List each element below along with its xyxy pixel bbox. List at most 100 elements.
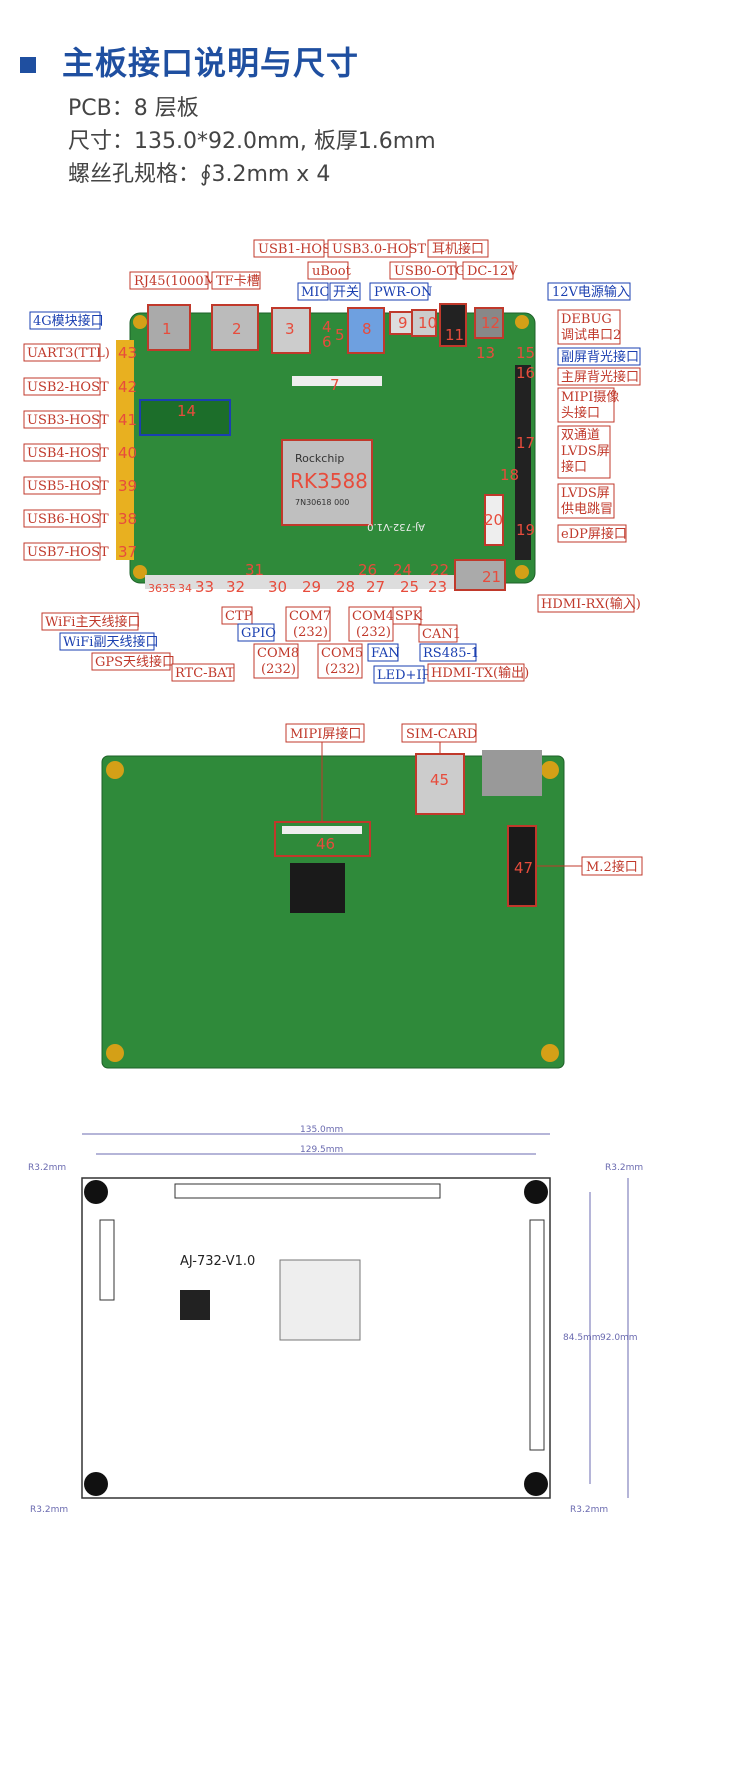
label-uart3: UART3(TTL) bbox=[27, 346, 110, 361]
mount-hole-icon bbox=[84, 1472, 108, 1496]
mount-hole-icon bbox=[133, 315, 147, 329]
num-35: 35 bbox=[162, 582, 176, 595]
label-gps: GPS天线接口 bbox=[95, 654, 175, 670]
mount-hole-icon bbox=[106, 761, 124, 779]
num-45: 45 bbox=[430, 771, 449, 789]
label-mipi-cam-2: 头接口 bbox=[561, 405, 600, 421]
usb1-connector bbox=[271, 307, 311, 354]
label-gpio: GPIO bbox=[241, 626, 276, 641]
dim-board-name: AJ-732-V1.0 bbox=[180, 1254, 255, 1269]
num-9: 9 bbox=[398, 314, 408, 332]
dim-r-tl: R3.2mm bbox=[28, 1163, 66, 1173]
mount-hole-icon bbox=[541, 761, 559, 779]
label-usb4: USB4-HOST bbox=[27, 446, 109, 461]
label-hdmi-rx: HDMI-RX(输入) bbox=[541, 596, 641, 612]
label-com7: COM7 bbox=[289, 609, 331, 624]
num-20: 20 bbox=[484, 511, 503, 529]
label-hdmi-tx: HDMI-TX(输出) bbox=[431, 665, 529, 681]
num-43: 43 bbox=[118, 344, 137, 362]
num-27: 27 bbox=[366, 578, 385, 596]
label-com7-sub: (232) bbox=[293, 625, 328, 640]
label-edp: eDP屏接口 bbox=[561, 526, 627, 542]
label-usb1-host: USB1-HOST bbox=[258, 242, 340, 257]
dc-jack bbox=[474, 307, 504, 339]
dim-width: 135.0mm bbox=[300, 1125, 343, 1135]
left-usb-headers bbox=[116, 340, 134, 560]
earphone-jack bbox=[439, 303, 467, 347]
label-dc12: DC-12V bbox=[467, 264, 518, 279]
num-33: 33 bbox=[195, 578, 214, 596]
label-lvds-2: LVDS屏 bbox=[561, 444, 610, 459]
usb30-connector bbox=[347, 307, 385, 354]
num-16: 16 bbox=[516, 364, 535, 382]
label-pwr-on: PWR-ON bbox=[374, 285, 432, 300]
num-7: 7 bbox=[330, 376, 340, 394]
mount-hole-icon bbox=[133, 565, 147, 579]
dim-height: 92.0mm bbox=[600, 1333, 638, 1343]
label-com8: COM8 bbox=[257, 646, 299, 661]
label-usb5: USB5-HOST bbox=[27, 479, 109, 494]
num-6: 6 bbox=[322, 333, 332, 351]
page-title: 主板接口说明与尺寸 bbox=[62, 44, 360, 82]
mount-hole-icon bbox=[524, 1472, 548, 1496]
mount-hole-icon bbox=[515, 565, 529, 579]
mount-hole-icon bbox=[106, 1044, 124, 1062]
num-36: 36 bbox=[148, 582, 162, 595]
dim-left-header bbox=[99, 1219, 115, 1301]
mipi-screen-connector bbox=[282, 826, 362, 834]
num-5: 5 bbox=[335, 326, 345, 344]
label-4g: 4G模块接口 bbox=[33, 313, 104, 329]
num-2: 2 bbox=[232, 320, 242, 338]
hdmi-connector bbox=[454, 559, 506, 591]
mipi-cam-connector bbox=[292, 376, 382, 386]
label-usb30-host: USB3.0-HOST bbox=[332, 242, 426, 257]
mount-hole-icon bbox=[515, 315, 529, 329]
label-rtc: RTC-BAT bbox=[175, 666, 235, 681]
edp-connector bbox=[484, 494, 504, 546]
title-square-icon bbox=[20, 57, 36, 73]
label-com5-sub: (232) bbox=[325, 662, 360, 677]
label-ctp: CTP bbox=[225, 609, 253, 624]
soc-chip bbox=[281, 439, 373, 526]
dim-right-header bbox=[529, 1219, 545, 1451]
num-18: 18 bbox=[500, 466, 519, 484]
num-19: 19 bbox=[516, 521, 535, 539]
num-29: 29 bbox=[302, 578, 321, 596]
left-labels: 4G模块接口 UART3(TTL) USB2-HOST USB3-HOST US… bbox=[23, 311, 110, 561]
num-12: 12 bbox=[481, 314, 500, 332]
usb0-otg-connector bbox=[411, 309, 437, 337]
label-12v-in: 12V电源输入 bbox=[552, 284, 630, 300]
num-22: 22 bbox=[430, 561, 449, 579]
label-switch: 开关 bbox=[333, 285, 359, 300]
spec-pcb: PCB：8 层板 bbox=[68, 96, 199, 121]
num-26: 26 bbox=[358, 561, 377, 579]
num-23: 23 bbox=[428, 578, 447, 596]
num-30: 30 bbox=[268, 578, 287, 596]
label-tf: TF卡槽 bbox=[216, 274, 260, 289]
num-39: 39 bbox=[118, 477, 137, 495]
num-13: 13 bbox=[476, 344, 495, 362]
label-debug-2: 调试串口2 bbox=[561, 328, 621, 343]
num-8: 8 bbox=[362, 320, 372, 338]
bottom-headers bbox=[145, 575, 465, 589]
label-usb2: USB2-HOST bbox=[27, 380, 109, 395]
dim-top-header bbox=[174, 1183, 441, 1199]
label-usb6: USB6-HOST bbox=[27, 512, 109, 527]
4g-slot bbox=[139, 399, 231, 436]
label-com4: COM4 bbox=[352, 609, 394, 624]
num-31: 31 bbox=[245, 561, 264, 579]
label-rj45: RJ45(1000M) bbox=[134, 274, 222, 289]
num-4: 4 bbox=[322, 318, 332, 336]
label-sim-card: SIM-CARD bbox=[406, 727, 477, 742]
label-can1: CAN1 bbox=[422, 627, 461, 642]
num-3: 3 bbox=[285, 320, 295, 338]
chip-sub: 7N30618 000 bbox=[295, 498, 349, 507]
label-wifi-main: WiFi主天线接口 bbox=[45, 614, 140, 630]
chip-model: RK3588 bbox=[290, 469, 368, 493]
label-main-backlight: 主屏背光接口 bbox=[561, 369, 639, 385]
num-37: 37 bbox=[118, 543, 137, 561]
back-board-figure: 46 45 47 MIPI屏接口 SIM-CARD M.2接口 bbox=[101, 723, 643, 1069]
page-header: 主板接口说明与尺寸 bbox=[20, 38, 359, 84]
num-24: 24 bbox=[393, 561, 412, 579]
front-board-figure: Rockchip RK3588 7N30618 000 AJ-732-V1.0 … bbox=[23, 239, 641, 684]
